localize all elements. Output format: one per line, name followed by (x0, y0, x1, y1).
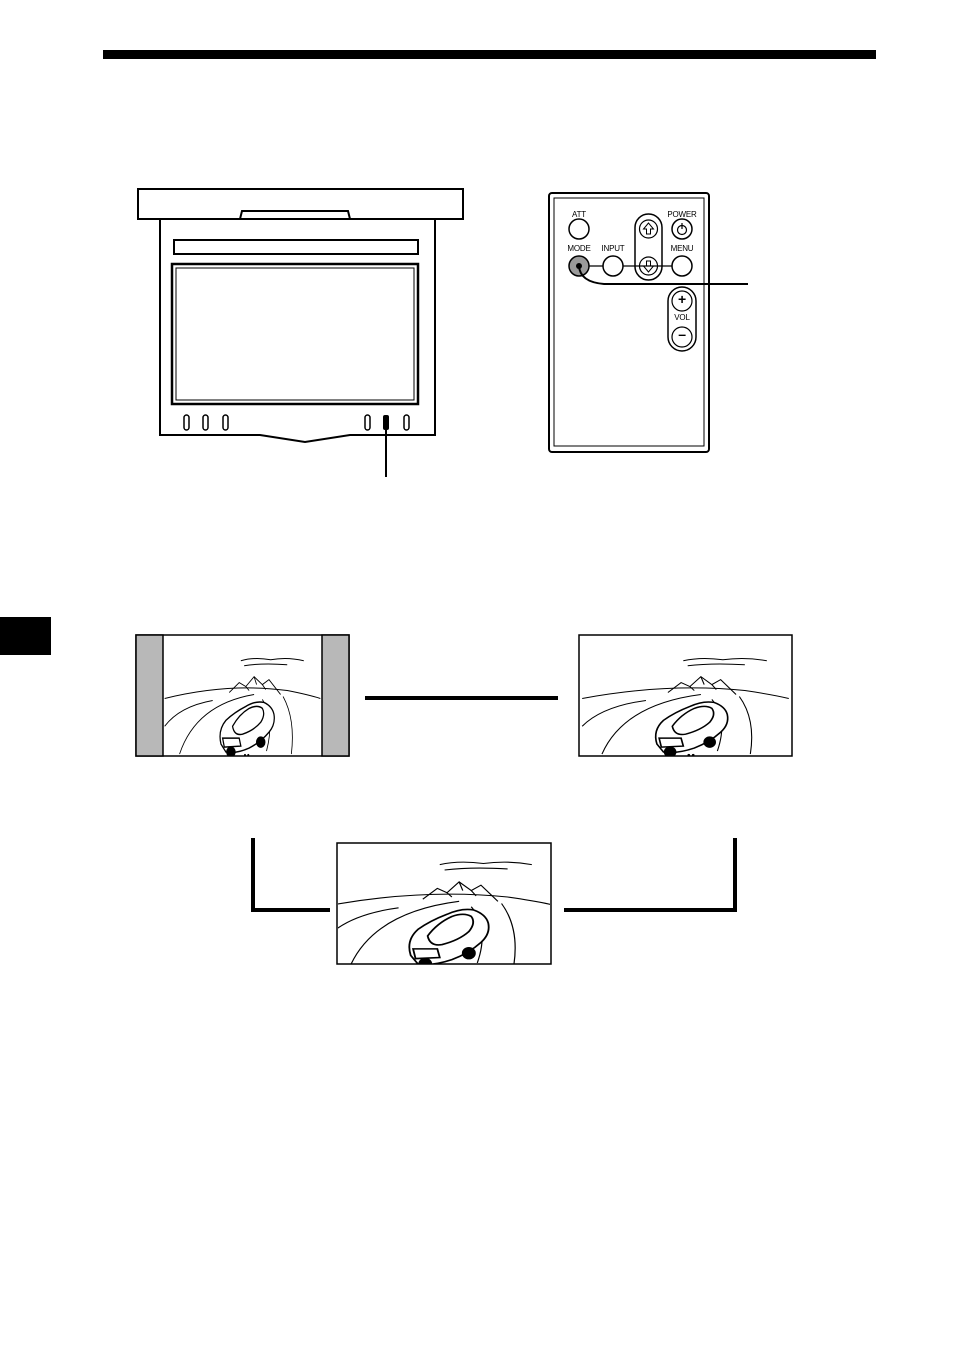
screen-normal-mode (135, 634, 350, 758)
right-sidebar (322, 635, 349, 756)
left-sidebar (136, 635, 163, 756)
vol-plus-label: + (662, 291, 702, 307)
att-button (569, 219, 589, 239)
vol-minus-label: – (662, 326, 702, 342)
input-label: INPUT (593, 244, 633, 253)
header-rule (103, 50, 876, 59)
side-tab-marker (0, 617, 51, 655)
screen-full-mode (578, 634, 794, 758)
overhead-monitor-illustration (130, 185, 470, 485)
vol-label: VOL (662, 313, 702, 322)
screen-zoom-mode (336, 842, 553, 966)
menu-label: MENU (662, 244, 702, 253)
att-label: ATT (559, 210, 599, 219)
remote-control-illustration (546, 190, 766, 460)
power-label: POWER (662, 210, 702, 219)
input-button (603, 256, 623, 276)
menu-button (672, 256, 692, 276)
